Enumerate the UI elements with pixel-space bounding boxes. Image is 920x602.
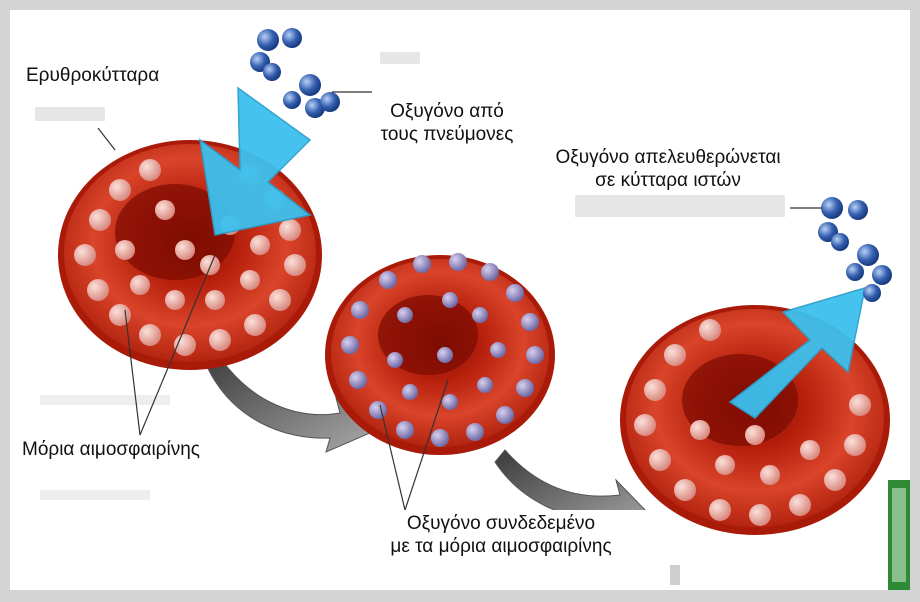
watermark: [888, 480, 910, 590]
label-oxygen-bound-line2: με τα μόρια αιμοσφαιρίνης: [336, 535, 666, 558]
oxygen-molecules-released: [818, 197, 892, 302]
label-oxygen-bound-line1: Οξυγόνο συνδεδεμένο: [336, 512, 666, 535]
red-blood-cell-1: [58, 140, 322, 370]
label-oxygen-from-lungs-line1: Οξυγόνο από: [362, 100, 532, 123]
label-oxygen-bound: Οξυγόνο συνδεδεμένο με τα μόρια αιμοσφαι…: [332, 510, 670, 560]
diagram-frame: Ερυθροκύτταρα Οξυγόνο από τους πνεύμονες…: [10, 10, 910, 590]
label-red-blood-cells: Ερυθροκύτταρα: [22, 62, 163, 89]
label-oxygen-released-line1: Οξυγόνο απελευθερώνεται: [534, 146, 802, 169]
label-oxygen-released: Οξυγόνο απελευθερώνεται σε κύτταρα ιστών: [532, 144, 804, 194]
label-oxygen-released-line2: σε κύτταρα ιστών: [534, 169, 802, 192]
label-oxygen-from-lungs-line2: τους πνεύμονες: [362, 123, 532, 146]
oxygen-molecules-lungs: [250, 28, 340, 118]
red-blood-cell-2: [325, 253, 555, 455]
oxygen-inflow-arrow: [200, 88, 310, 235]
diagram-art: [10, 10, 910, 590]
label-hemoglobin-molecules: Μόρια αιμοσφαιρίνης: [18, 436, 204, 463]
label-oxygen-from-lungs: Οξυγόνο από τους πνεύμονες: [362, 100, 532, 146]
